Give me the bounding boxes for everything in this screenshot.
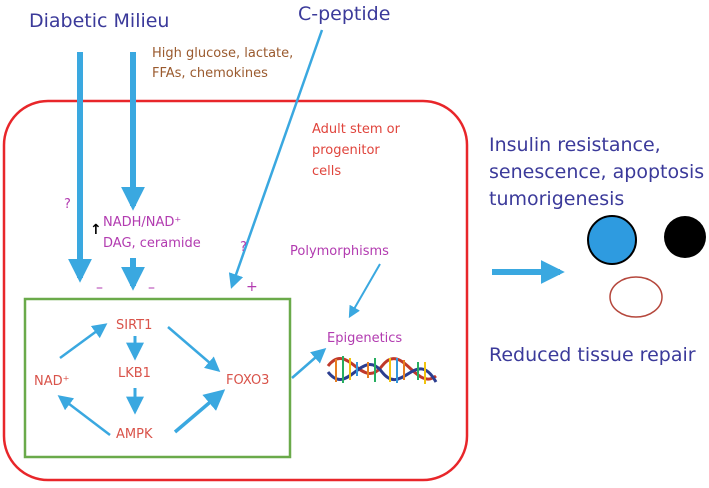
ampk-to-nad-arrow [57,395,111,436]
ampk-label: AMPK [116,427,153,442]
plus-sign: + [246,279,258,295]
outcome-line-3: tumorigenesis [489,188,625,210]
minus-sign-1: – [96,280,103,296]
foxo3-to-epigenetics-arrow [291,348,327,379]
polymorphisms-arrow [348,263,381,319]
c-peptide-label: C-peptide [298,3,391,25]
adult-stem-line-3: cells [312,164,342,179]
outcome-line-1: Insulin resistance, [489,134,661,156]
epigenetics-label: Epigenetics [327,331,403,346]
nad-to-sirt1-arrow [59,323,108,360]
sirt1-to-foxo3-arrow [167,326,221,372]
black-cell-circle [664,216,706,258]
dag-label: DAG, ceramide [103,236,201,251]
up-arrow-icon: ↑ [90,222,102,238]
foxo3-label: FOXO3 [226,373,270,388]
blue-cell-circle [587,215,637,265]
lkb1-label: LKB1 [118,366,151,381]
ampk-to-foxo3-arrow [173,389,226,434]
high-glucose-label: High glucose, lactate, [152,46,294,61]
c-peptide-arrow [228,29,324,289]
signaling-box [23,297,292,459]
ffas-label: FFAs, chemokines [152,66,268,81]
outcome-line-2: senescence, apoptosis [489,161,705,183]
cell-boundary [2,99,469,482]
sirt1-label: SIRT1 [116,318,153,333]
question-mark-mid: ? [240,240,247,255]
diabetic-milieu-label: Diabetic Milieu [29,10,170,32]
question-mark-left: ? [64,197,71,212]
minus-sign-2: – [148,280,155,296]
dna-helix-icon [326,356,438,384]
polymorphisms-label: Polymorphisms [290,244,389,259]
reduced-repair-label: Reduced tissue repair [489,344,696,366]
empty-cell-ellipse [609,276,663,318]
adult-stem-line-1: Adult stem or [312,122,400,137]
nad-label: NAD⁺ [34,374,70,389]
adult-stem-line-2: progenitor [312,143,380,158]
nadh-label: NADH/NAD⁺ [103,215,182,230]
